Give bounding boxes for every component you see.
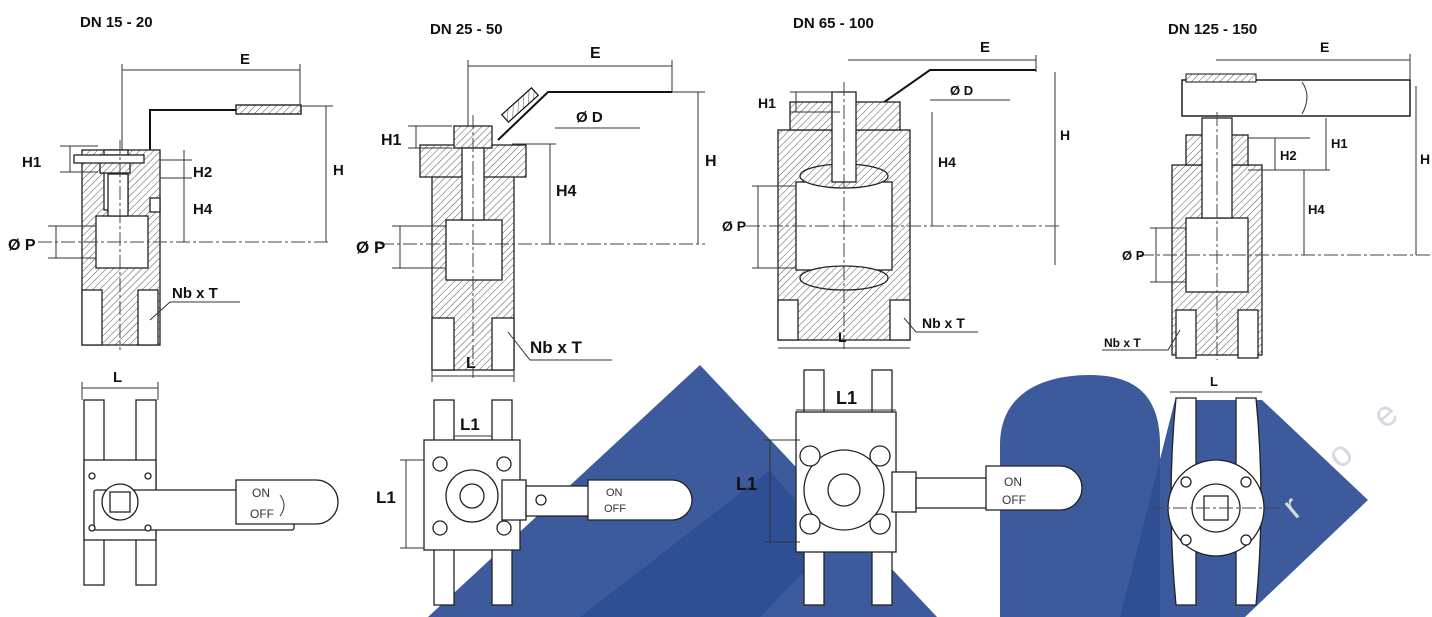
dim-label-l1-side: L1 (376, 488, 396, 507)
dim-label-e: E (1320, 39, 1329, 55)
dim-label-l: L (838, 329, 847, 345)
panel-dn15-20: DN 15 - 20 E H H1 H2 H4 (8, 14, 344, 586)
lever-handle (879, 69, 1036, 106)
dim-label-e: E (980, 39, 990, 56)
panel-dn25-50: DN 25 - 50 E Ø D H H1 H4 Ø P L (356, 21, 717, 606)
dim-label-d: Ø D (576, 109, 603, 126)
panel-title: DN 15 - 20 (80, 14, 153, 31)
lever-end (235, 479, 339, 525)
panel-dn125-150: DN 125 - 150 E H H2 H1 H4 Ø P Nb x T L (1102, 21, 1430, 606)
dim-label-d: Ø D (950, 83, 973, 98)
lever-end (587, 479, 693, 521)
switch-off-label: OFF (604, 503, 626, 515)
dim-label-e: E (240, 51, 250, 68)
dim-label-nbt: Nb x T (530, 338, 583, 357)
dim-label-l: L (113, 369, 122, 386)
dim-label-l: L (466, 355, 476, 372)
dim-label-nbt: Nb x T (1104, 336, 1141, 350)
dim-label-h: H (1060, 127, 1070, 143)
dim-label-nbt: Nb x T (922, 315, 965, 331)
panel-title: DN 25 - 50 (430, 21, 503, 38)
dim-label-e: E (590, 45, 601, 62)
dim-label-nbt: Nb x T (172, 285, 218, 302)
dim-label-h4: H4 (1308, 202, 1325, 217)
dim-label-h2: H2 (193, 164, 212, 181)
dim-label-h: H (705, 153, 717, 170)
dim-label-h: H (333, 162, 344, 179)
switch-off-label: OFF (1002, 493, 1026, 507)
dim-label-h1: H1 (381, 132, 402, 149)
panel-dn65-100: DN 65 - 100 E Ø D H H1 H4 Ø P L Nb x T (722, 15, 1083, 606)
lever-handle (1181, 79, 1411, 117)
dim-label-h4: H4 (938, 154, 956, 170)
panel-title: DN 65 - 100 (793, 15, 874, 32)
dim-label-p: Ø P (722, 218, 746, 234)
lever-end (985, 465, 1083, 511)
dim-label-p: Ø P (1122, 248, 1145, 263)
panel-title: DN 125 - 150 (1168, 21, 1257, 38)
dim-label-h2: H2 (1280, 148, 1297, 163)
dim-label-l1-top: L1 (460, 415, 480, 434)
switch-on-label: ON (1004, 475, 1022, 489)
dim-label-h: H (1420, 151, 1430, 167)
dim-label-h1: H1 (758, 95, 776, 111)
switch-on-label: ON (606, 487, 623, 499)
dim-label-p: Ø P (8, 237, 36, 254)
dim-label-h1: H1 (1331, 136, 1348, 151)
switch-on-label: ON (252, 486, 270, 500)
dim-label-h4: H4 (193, 201, 213, 218)
lever-handle (497, 91, 672, 141)
dim-label-h1: H1 (22, 154, 41, 171)
lever-grip (235, 104, 302, 115)
svg-text:e: e (1364, 392, 1406, 436)
dim-label-l1-top: L1 (836, 388, 857, 408)
dim-label-h4: H4 (556, 183, 577, 200)
dim-label-p: Ø P (356, 238, 385, 257)
dim-label-l: L (1210, 374, 1218, 389)
dim-label-l1-side: L1 (736, 474, 757, 494)
switch-off-label: OFF (250, 507, 274, 521)
